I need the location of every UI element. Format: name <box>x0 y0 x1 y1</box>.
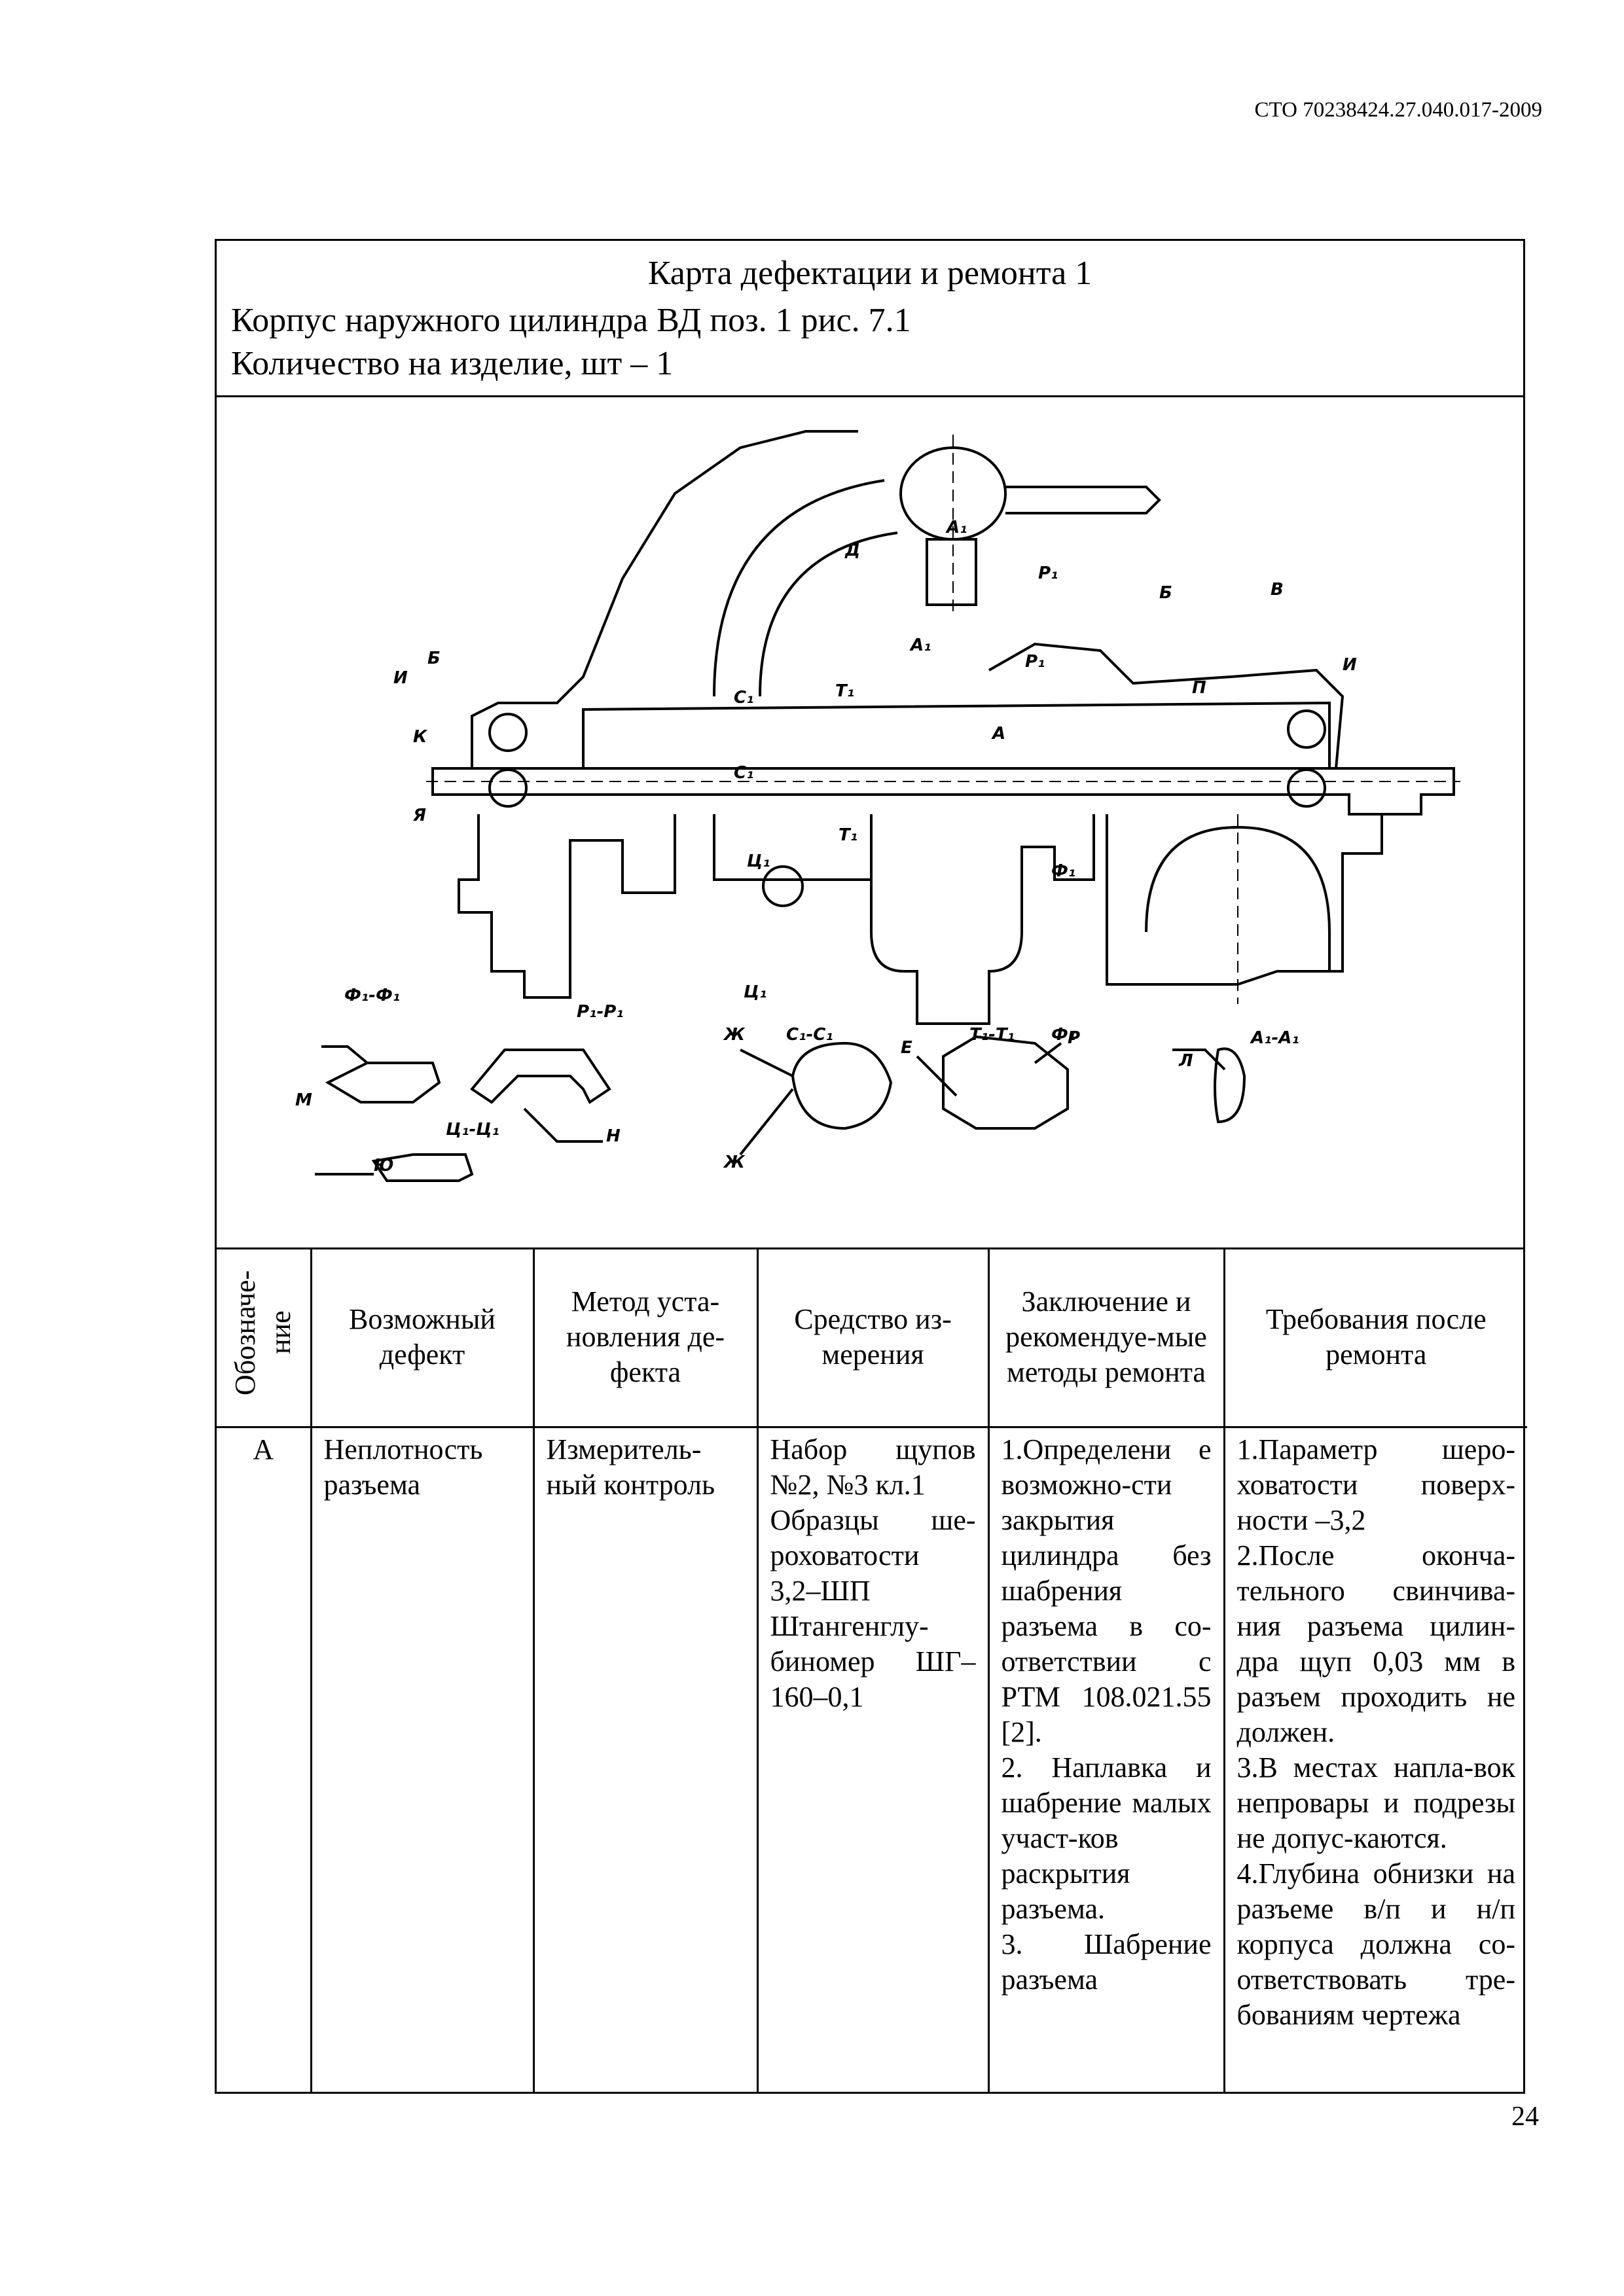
table-header-row: Обозначе-ние Возможный дефект Метод уста… <box>217 1247 1527 1428</box>
section-t1 <box>942 1035 1069 1130</box>
upper-casing-left <box>471 430 858 768</box>
card-part-name: Корпус наружного цилиндра ВД поз. 1 рис.… <box>231 302 911 339</box>
document-code: СТО 70238424.27.040.017-2009 <box>1254 98 1542 122</box>
defect-repair-card: Карта дефектации и ремонта 1 Корпус нару… <box>215 239 1527 2094</box>
label-A: А <box>991 724 1005 744</box>
cell-tool: Набор щупов №2, №3 кл.1 Образцы ше-рохов… <box>756 1426 990 2092</box>
col-conclusion: Заключение и рекомендуе-мые методы ремон… <box>987 1247 1225 1428</box>
label-I-right: И <box>1343 655 1357 675</box>
technical-drawing: И Б Д А₁ Р₁ Б В И А₁ Р₁ П К Я Т₁ А С₁ С₁… <box>295 430 1460 1182</box>
section-f1 <box>325 1062 441 1103</box>
upper-casing-body <box>582 701 1331 768</box>
label-D: Д <box>844 541 860 560</box>
pipe-outer <box>713 479 885 697</box>
cell-method: Измеритель-ный контроль <box>532 1426 759 2092</box>
label-YA: Я <box>412 806 426 825</box>
col-designation: Обозначе-ние <box>217 1247 312 1428</box>
label-B-left: Б <box>427 649 441 668</box>
section-label-c1c1: С₁-С₁ <box>786 1025 833 1045</box>
lower-nozzle <box>870 814 1095 1025</box>
section-label-e: Е <box>901 1038 912 1058</box>
label-Ts1-lower: Ц₁ <box>744 982 767 1002</box>
label-P: П <box>1192 678 1206 698</box>
col-tool: Средство из-мерения <box>756 1247 990 1428</box>
card-title: Карта дефектации и ремонта 1 <box>647 255 1092 292</box>
section-label-l: Л <box>1178 1051 1193 1071</box>
section-label-r: Р <box>1068 1028 1080 1048</box>
label-B-right: Б <box>1159 583 1172 603</box>
label-T1-lower: Т₁ <box>839 825 857 845</box>
section-label-yu: Ю <box>374 1156 394 1175</box>
section-label-zh-top: Ж <box>723 1025 746 1045</box>
page-number: 24 <box>1511 2102 1539 2132</box>
label-A1-mid: А₁ <box>909 636 931 655</box>
split-flange <box>431 767 1455 816</box>
label-F1-lower: Ф₁ <box>1051 1025 1075 1045</box>
label-V: В <box>1271 580 1284 600</box>
pipe-inner <box>759 531 898 697</box>
section-label-a1a1: А₁-А₁ <box>1250 1028 1299 1048</box>
label-T1: Т₁ <box>835 681 854 701</box>
label-F1: Ф₁ <box>1051 861 1075 881</box>
card-quantity: Количество на изделие, шт – 1 <box>231 345 674 382</box>
section-c1 <box>791 1041 893 1130</box>
cell-conclusion: 1.Определени е возможно-сти закрытия цил… <box>987 1426 1225 2092</box>
section-label-ts1ts1: Ц₁-Ц₁ <box>446 1120 499 1139</box>
section-label-t1t1: Т₁-Т₁ <box>969 1025 1015 1045</box>
section-label-zh-bot: Ж <box>723 1153 746 1172</box>
table-row: А Неплотность разъема Измеритель-ный кон… <box>217 1426 1527 2092</box>
section-p1 <box>470 1049 611 1104</box>
cell-defect: Неплотность разъема <box>310 1426 535 2092</box>
card-header: Карта дефектации и ремонта 1 Корпус нару… <box>217 241 1523 397</box>
section-label-m: М <box>295 1090 312 1110</box>
label-I-left: И <box>393 668 408 688</box>
col-method: Метод уста-новления де-фекта <box>532 1247 759 1428</box>
label-A1-top: А₁ <box>945 518 967 537</box>
label-K: К <box>413 727 428 747</box>
label-P1-top: Р₁ <box>1038 564 1058 583</box>
section-label-f1f1: Ф₁-Ф₁ <box>344 986 400 1005</box>
lower-casing-mid <box>713 814 873 881</box>
label-Ts1: Ц₁ <box>747 852 770 871</box>
upper-casing-right <box>988 642 1344 769</box>
lower-chamber <box>1145 825 1331 971</box>
col-defect: Возможный дефект <box>310 1247 535 1428</box>
lower-casing-right <box>1106 814 1383 986</box>
col-requirements: Требования после ремонта <box>1223 1247 1527 1428</box>
section-ts1 <box>371 1153 474 1182</box>
label-C1-top: С₁ <box>734 688 753 708</box>
cell-designation: А <box>217 1426 312 2092</box>
lower-casing-left <box>458 814 676 999</box>
section-label-n: Н <box>606 1126 621 1146</box>
defects-table: Обозначе-ние Возможный дефект Метод уста… <box>217 1247 1527 2092</box>
label-P1-mid: Р₁ <box>1025 652 1045 672</box>
cell-requirements: 1.Параметр шеро-ховатости поверх-ности –… <box>1223 1426 1527 2092</box>
valve-neck <box>926 538 977 606</box>
section-label-p1p1: Р₁-Р₁ <box>577 1002 624 1022</box>
label-C1-bot: С₁ <box>734 763 753 783</box>
valve-stem <box>1005 486 1161 514</box>
cylinder-drawing: И Б Д А₁ Р₁ Б В И А₁ Р₁ П К Я Т₁ А С₁ С₁… <box>217 395 1523 1249</box>
section-a1 <box>1214 1047 1246 1124</box>
